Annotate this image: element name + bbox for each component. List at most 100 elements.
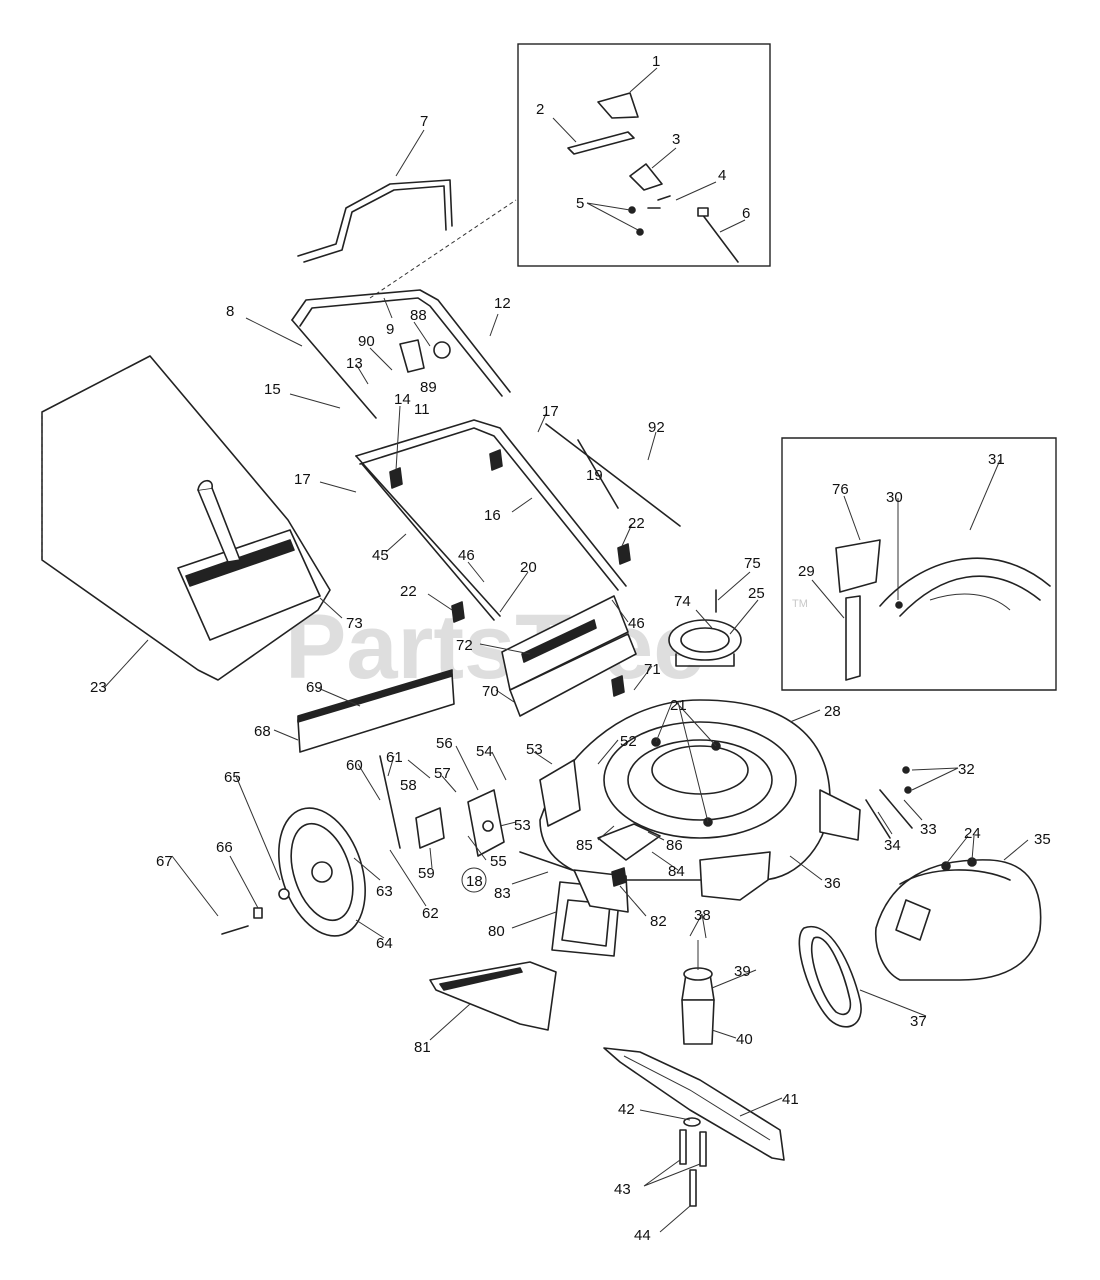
- callout-92: 92: [648, 419, 665, 436]
- callout-38: 38: [694, 907, 711, 924]
- callout-82: 82: [650, 913, 667, 930]
- part-30-rod: [895, 601, 903, 609]
- part-89-cable-bracket: [399, 339, 425, 373]
- callout-18: 18: [466, 873, 483, 890]
- callout-46b: 46: [628, 615, 645, 632]
- part-45-handle-left: [355, 455, 501, 617]
- part-33-rod: [879, 789, 913, 829]
- callout-83: 83: [494, 885, 511, 902]
- callout-75: 75: [744, 555, 761, 572]
- part-14-knob-right: [489, 449, 503, 471]
- part-32-bolt-b: [904, 786, 912, 794]
- part-64-wheel: [278, 807, 366, 937]
- callout-62: 62: [422, 905, 439, 922]
- deck-rear-inner: [899, 575, 1041, 617]
- part-37-belt-inner: [810, 936, 852, 1016]
- callout-31: 31: [988, 451, 1005, 468]
- part-25-ring-inner: [680, 627, 730, 653]
- part-66-washer: [253, 907, 263, 919]
- callout-5: 5: [576, 195, 584, 212]
- callout-45: 45: [372, 547, 389, 564]
- part-23-grass-bag: [41, 355, 331, 681]
- part-32-bolt-a: [902, 766, 910, 774]
- shroud-body: [874, 859, 1042, 981]
- callout-37: 37: [910, 1013, 927, 1030]
- callout-67: 67: [156, 853, 173, 870]
- shroud-ridge: [899, 869, 1011, 885]
- part-5-fastener-b: [636, 228, 644, 236]
- bag-frame: [177, 529, 321, 641]
- callout-59: 59: [418, 865, 435, 882]
- part-6-head: [697, 207, 709, 217]
- callout-89: 89: [420, 379, 437, 396]
- part-81-side-chute: [429, 961, 557, 1031]
- callout-86: 86: [666, 837, 683, 854]
- part-83-rod: [519, 851, 573, 871]
- callout-58: 58: [400, 777, 417, 794]
- callout-46a: 46: [458, 547, 475, 564]
- part-81-chute-rim: [439, 967, 523, 991]
- callout-30: 30: [886, 489, 903, 506]
- part-4-clip: [647, 195, 671, 209]
- callout-39: 39: [734, 963, 751, 980]
- callout-8: 8: [226, 303, 234, 320]
- callout-17b: 17: [294, 471, 311, 488]
- part-45-handle-left-inner: [361, 463, 495, 621]
- callout-9: 9: [386, 321, 394, 338]
- part-34-rod: [865, 799, 891, 839]
- callout-labels: 1 2 3 4 5 6 7 8 9 88 12 90 13 89 11 15 1…: [90, 53, 1051, 1244]
- callout-80: 80: [488, 923, 505, 940]
- deck-left-wheel-mount: [539, 759, 581, 827]
- callout-65: 65: [224, 769, 241, 786]
- part-68-flap-rod: [297, 669, 453, 723]
- bag-handle-grip: [197, 479, 213, 491]
- part-82-spring: [611, 867, 627, 887]
- callout-53a: 53: [526, 741, 543, 758]
- part-3-housing: [629, 163, 663, 191]
- callout-43: 43: [614, 1181, 631, 1198]
- inset-box-right: [781, 437, 1057, 691]
- inset-box-top: [517, 43, 771, 267]
- callout-13: 13: [346, 355, 363, 372]
- callout-42: 42: [618, 1101, 635, 1118]
- callout-22b: 22: [400, 583, 417, 600]
- callout-73: 73: [346, 615, 363, 632]
- callout-22a: 22: [628, 515, 645, 532]
- callout-52: 52: [620, 733, 637, 750]
- callout-17a: 17: [542, 403, 559, 420]
- callout-24: 24: [964, 825, 981, 842]
- part-22-knob-left: [451, 601, 465, 623]
- part-88-knob: [433, 341, 451, 359]
- deck-discharge: [699, 851, 771, 901]
- callout-19: 19: [586, 467, 603, 484]
- leader-lines: [103, 67, 1029, 1233]
- callout-28: 28: [824, 703, 841, 720]
- callout-4: 4: [718, 167, 726, 184]
- callout-33: 33: [920, 821, 937, 838]
- callout-68: 68: [254, 723, 271, 740]
- deck-rear-rib: [929, 593, 1011, 611]
- callout-1: 1: [652, 53, 660, 70]
- part-43-bolt-a: [679, 1129, 687, 1165]
- part-22-knob-right: [617, 543, 631, 565]
- part-56-height-plate: [467, 789, 505, 857]
- part-14-knob-left: [389, 467, 403, 489]
- callout-55: 55: [490, 853, 507, 870]
- part-9-handle-top-inner: [299, 297, 503, 397]
- part-7-upper-handle-inner: [303, 185, 447, 263]
- callout-20: 20: [520, 559, 537, 576]
- callout-72: 72: [456, 637, 473, 654]
- callout-88: 88: [410, 307, 427, 324]
- part-40-spindle: [681, 999, 715, 1045]
- deck-dome-outer: [603, 721, 797, 839]
- callout-40: 40: [736, 1031, 753, 1048]
- part-74-ring: [668, 619, 742, 661]
- part-41-blade-edge: [623, 1055, 771, 1141]
- deck-dome-mid: [627, 739, 773, 821]
- callout-11: 11: [414, 401, 430, 418]
- callout-69: 69: [306, 679, 323, 696]
- part-16-lower-handle: [355, 419, 627, 587]
- part-59-lever-bracket: [415, 807, 445, 849]
- part-70-rear-panel: [509, 633, 637, 717]
